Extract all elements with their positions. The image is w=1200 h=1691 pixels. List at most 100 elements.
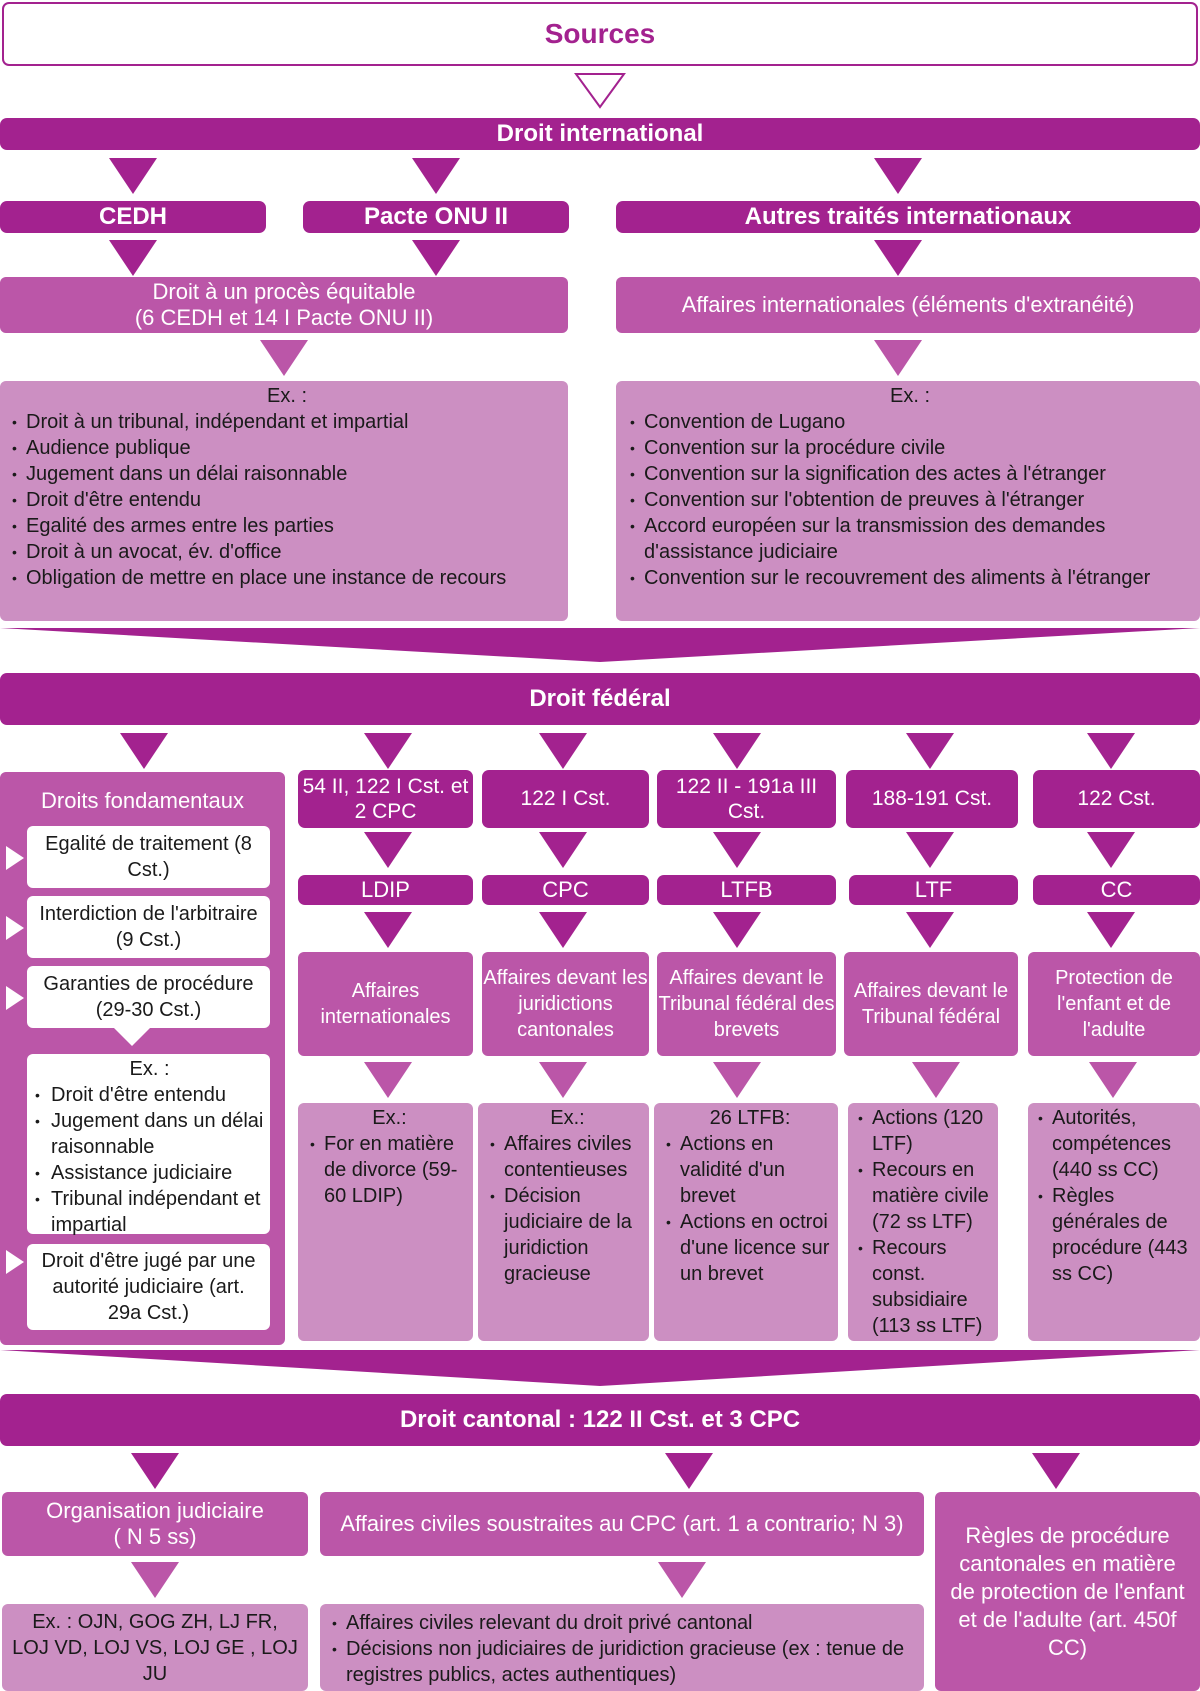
col1-affaires-box: Affaires internationales xyxy=(298,952,473,1056)
garanties-ex-box: Ex. : Droit d'être entendu Jugement dans… xyxy=(27,1054,270,1236)
arbitraire-label: Interdiction de l'arbitraire (9 Cst.) xyxy=(39,903,258,951)
droit-federal-box: Droit fédéral xyxy=(0,673,1200,725)
egalite-label: Egalité de traitement (8 Cst.) xyxy=(45,833,252,881)
arrow-col-1 xyxy=(364,733,412,769)
arrow-col-3 xyxy=(713,733,761,769)
list-item: Jugement dans un délai raisonnable xyxy=(35,1108,264,1160)
col5-base-label: 122 Cst. xyxy=(1077,787,1156,810)
list-item: Actions en validité d'un brevet xyxy=(666,1131,834,1209)
pacte-label: Pacte ONU II xyxy=(363,203,509,230)
arrow-col3-affaires xyxy=(713,912,761,948)
col2-ex-box: Ex.: Affaires civiles contentieuses Déci… xyxy=(478,1103,649,1341)
soustraites-ex-box: Affaires civiles relevant du droit privé… xyxy=(320,1604,924,1691)
arrow-pacte xyxy=(412,158,460,194)
arrow-fondamentaux xyxy=(120,733,168,769)
col3-base-box: 122 II - 191a III Cst. xyxy=(657,770,836,828)
list-item: Convention sur la procédure civile xyxy=(630,435,1190,461)
orga-judiciaire-box: Organisation judiciaire ( N 5 ss) xyxy=(2,1492,308,1556)
arrow-col-2 xyxy=(539,733,587,769)
col1-affaires-label: Affaires internationales xyxy=(320,980,451,1028)
col4-base-label: 188-191 Cst. xyxy=(871,787,993,810)
arrow-col4-law xyxy=(906,832,954,868)
col4-affaires-label: Affaires devant le Tribunal fédéral xyxy=(853,980,1009,1028)
chevron-federal-to-cantonal xyxy=(0,1350,1200,1386)
list-item: Convention sur l'obtention de preuves à … xyxy=(630,487,1190,513)
arbitraire-box: Interdiction de l'arbitraire (9 Cst.) xyxy=(27,896,270,958)
list-item: Affaires civiles relevant du droit privé… xyxy=(332,1610,914,1636)
proces-equitable-line1: Droit à un procès équitable xyxy=(152,279,416,304)
col1-law-box: LDIP xyxy=(298,875,473,905)
garanties-box: Garanties de procédure (29-30 Cst.) xyxy=(27,966,270,1028)
droit-cantonal-title: Droit cantonal : 122 II Cst. et 3 CPC xyxy=(399,1406,801,1433)
list-item: Autorités, compétences (440 ss CC) xyxy=(1038,1105,1196,1183)
orga-line2: ( N 5 ss) xyxy=(113,1524,197,1549)
list-item: For en matière de divorce (59-60 LDIP) xyxy=(310,1131,469,1209)
droit-cantonal-box: Droit cantonal : 122 II Cst. et 3 CPC xyxy=(0,1394,1200,1446)
arrow-orga xyxy=(131,1453,179,1489)
list-item: Egalité des armes entre les parties xyxy=(12,513,562,539)
arrow-pacte-2 xyxy=(412,240,460,276)
arrow-soustraites-ex xyxy=(658,1562,706,1598)
col2-affaires-box: Affaires devant les juridictions cantona… xyxy=(482,952,649,1056)
col4-ex-list: Actions (120 LTF) Recours en matière civ… xyxy=(858,1105,994,1339)
arrow-orga-ex xyxy=(131,1562,179,1598)
arrow-cedh xyxy=(109,158,157,194)
col3-ex-list: Actions en validité d'un brevet Actions … xyxy=(666,1131,834,1287)
arrow-col2-law xyxy=(539,832,587,868)
regles-label: Règles de procédure cantonales en matièr… xyxy=(950,1522,1185,1660)
col4-affaires-box: Affaires devant le Tribunal fédéral xyxy=(844,952,1018,1056)
soustraites-ex-list: Affaires civiles relevant du droit privé… xyxy=(332,1610,914,1688)
arrow-col1-ex xyxy=(364,1062,412,1098)
ex-international-right: Ex. : Convention de Lugano Convention su… xyxy=(616,381,1200,621)
col1-base-box: 54 II, 122 I Cst. et 2 CPC xyxy=(298,770,473,828)
regles-cantonales-box: Règles de procédure cantonales en matièr… xyxy=(935,1492,1200,1691)
col3-law-box: LTFB xyxy=(657,875,836,905)
col1-ex-box: Ex.: For en matière de divorce (59-60 LD… xyxy=(298,1103,473,1341)
col3-base-label: 122 II - 191a III Cst. xyxy=(675,775,818,823)
sources-label: Sources xyxy=(544,18,656,49)
arrow-soustraites xyxy=(665,1453,713,1489)
droit-international-title: Droit international xyxy=(496,120,704,147)
col2-law-label: CPC xyxy=(542,877,589,902)
arrow-col5-affaires xyxy=(1087,912,1135,948)
list-item: Assistance judiciaire xyxy=(35,1160,264,1186)
col5-base-box: 122 Cst. xyxy=(1033,770,1200,828)
list-item: Actions (120 LTF) xyxy=(858,1105,994,1157)
list-item: Recours const. subsidiaire (113 ss LTF) xyxy=(858,1235,994,1339)
soustraites-box: Affaires civiles soustraites au CPC (art… xyxy=(320,1492,924,1556)
juge-label: Droit d'être jugé par une autorité judic… xyxy=(41,1250,256,1324)
list-item: Décisions non judiciaires de juridiction… xyxy=(332,1636,914,1688)
arrow-col-5 xyxy=(1087,733,1135,769)
arrow-autres xyxy=(874,158,922,194)
sources-box: Sources xyxy=(2,2,1198,66)
list-item: Droit à un tribunal, indépendant et impa… xyxy=(12,409,562,435)
arrow-col1-law xyxy=(364,832,412,868)
list-item: Convention sur la signification des acte… xyxy=(630,461,1190,487)
col5-ex-list: Autorités, compétences (440 ss CC) Règle… xyxy=(1038,1105,1196,1287)
list-item: Droit à un avocat, év. d'office xyxy=(12,539,562,565)
col3-law-label: LTFB xyxy=(720,877,773,902)
droits-fondamentaux-title: Droits fondamentaux xyxy=(41,788,244,813)
ex-right-head: Ex. : xyxy=(889,385,930,407)
col2-ex-list: Affaires civiles contentieuses Décision … xyxy=(490,1131,645,1287)
col3-affaires-label: Affaires devant le Tribunal fédéral des … xyxy=(658,967,835,1041)
col2-affaires-label: Affaires devant les juridictions cantona… xyxy=(483,967,648,1041)
col2-ex-head: Ex.: xyxy=(550,1107,585,1129)
ex-left-list: Droit à un tribunal, indépendant et impa… xyxy=(12,409,562,591)
col3-ex-head: 26 LTFB: xyxy=(709,1107,791,1129)
list-item: Droit d'être entendu xyxy=(12,487,562,513)
orga-ex-box: Ex. : OJN, GOG ZH, LJ FR, LOJ VD, LOJ VS… xyxy=(2,1604,308,1691)
list-item: Audience publique xyxy=(12,435,562,461)
ex-international-left: Ex. : Droit à un tribunal, indépendant e… xyxy=(0,381,568,621)
orga-ex-label: Ex. : OJN, GOG ZH, LJ FR, LOJ VD, LOJ VS… xyxy=(12,1610,298,1685)
arrow-col1-affaires xyxy=(364,912,412,948)
ex-right-list: Convention de Lugano Convention sur la p… xyxy=(630,409,1190,591)
list-item: Droit d'être entendu xyxy=(35,1082,264,1108)
list-item: Règles générales de procédure (443 ss CC… xyxy=(1038,1183,1196,1287)
col5-affaires-label: Protection de l'enfant et de l'adulte xyxy=(1055,967,1173,1041)
col2-law-box: CPC xyxy=(482,875,649,905)
list-item: Décision judiciaire de la juridiction gr… xyxy=(490,1183,645,1287)
list-item: Tribunal indépendant et impartial xyxy=(35,1186,264,1238)
juge-box: Droit d'être jugé par une autorité judic… xyxy=(27,1244,270,1330)
